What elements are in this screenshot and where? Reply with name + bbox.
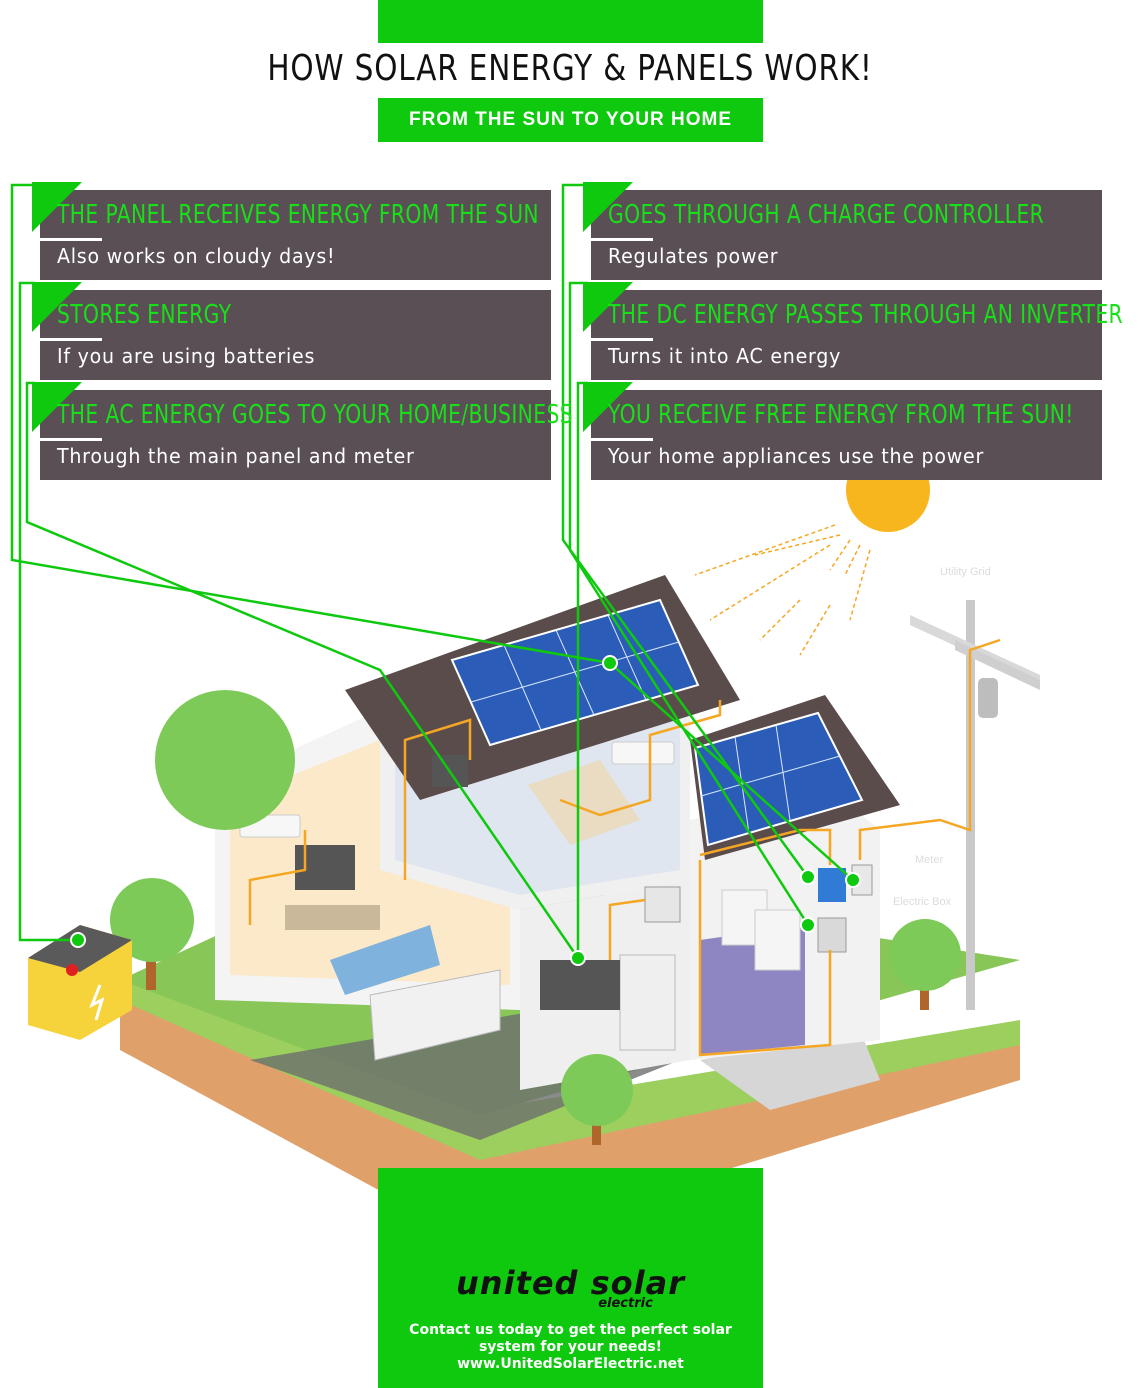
step-title: GOES THROUGH A CHARGE CONTROLLER — [608, 200, 1045, 230]
card-corner-accent — [32, 382, 82, 432]
card-corner-accent — [32, 282, 82, 332]
step-title: YOU RECEIVE FREE ENERGY FROM THE SUN! — [608, 400, 1074, 430]
brand-logo-line2: electric — [598, 1296, 653, 1311]
brand-logo: united solar electric — [378, 1264, 763, 1311]
meter-label: Meter — [915, 854, 943, 866]
connector-dots — [70, 655, 861, 966]
step-card-ac-energy-home: THE AC ENERGY GOES TO YOUR HOME/BUSINESS… — [32, 382, 573, 480]
charge-controller-box — [818, 868, 846, 902]
card-corner-accent — [583, 282, 633, 332]
page-title: HOW SOLAR ENERGY & PANELS WORK! — [267, 48, 873, 89]
step-card-free-energy: YOU RECEIVE FREE ENERGY FROM THE SUN! Yo… — [583, 382, 1102, 480]
divider — [591, 338, 653, 341]
contact-line-2: system for your needs! — [478, 1339, 663, 1355]
step-desc: Regulates power — [608, 244, 779, 268]
step-desc: Turns it into AC energy — [608, 344, 842, 368]
contact-text: Contact us today to get the perfect sola… — [378, 1322, 763, 1373]
electric-box-label: Electric Box — [893, 896, 952, 908]
connector-lines — [10, 183, 854, 959]
divider — [40, 338, 102, 341]
step-card-inverter: THE DC ENERGY PASSES THROUGH AN INVERTER… — [583, 282, 1123, 380]
battery — [28, 925, 132, 1040]
step-title: THE PANEL RECEIVES ENERGY FROM THE SUN — [57, 200, 540, 230]
card-corner-accent — [583, 382, 633, 432]
website-link[interactable]: www.UnitedSolarElectric.net — [457, 1356, 684, 1372]
step-title: THE AC ENERGY GOES TO YOUR HOME/BUSINESS — [57, 400, 573, 430]
footer-box: united solar electric Contact us today t… — [378, 1168, 763, 1388]
main-panel-box — [644, 886, 681, 923]
divider — [40, 438, 102, 441]
step-desc: If you are using batteries — [57, 344, 316, 368]
step-card-stores-energy: STORES ENERGY If you are using batteries — [32, 282, 551, 380]
house-wiring — [248, 638, 1001, 1057]
page-subtitle: FROM THE SUN TO YOUR HOME — [378, 98, 763, 142]
sofa — [330, 925, 440, 995]
card-corner-accent — [583, 182, 633, 232]
divider — [40, 238, 102, 241]
utility-grid-label: Utility Grid — [940, 566, 991, 578]
sun-rays — [694, 524, 871, 656]
divider — [591, 238, 653, 241]
step-title: STORES ENERGY — [57, 300, 232, 330]
fridge — [619, 954, 676, 1051]
step-desc: Your home appliances use the power — [608, 444, 985, 468]
inverter-box — [817, 917, 847, 953]
brand-logo-line1: united solar — [456, 1264, 685, 1302]
stove — [540, 960, 620, 1010]
bed — [528, 760, 640, 845]
solar-panels — [450, 598, 864, 847]
step-card-charge-controller: GOES THROUGH A CHARGE CONTROLLER Regulat… — [583, 182, 1102, 280]
dryer — [754, 909, 801, 971]
top-accent-bar — [378, 0, 763, 43]
divider — [591, 438, 653, 441]
card-corner-accent — [32, 182, 82, 232]
step-desc: Through the main panel and meter — [57, 444, 415, 468]
house: Meter Electric Box — [215, 575, 952, 1090]
step-card-panel-receives: THE PANEL RECEIVES ENERGY FROM THE SUN A… — [32, 182, 551, 280]
contact-line-1: Contact us today to get the perfect sola… — [409, 1322, 732, 1338]
step-desc: Also works on cloudy days! — [57, 244, 336, 268]
step-title: THE DC ENERGY PASSES THROUGH AN INVERTER — [608, 300, 1124, 330]
